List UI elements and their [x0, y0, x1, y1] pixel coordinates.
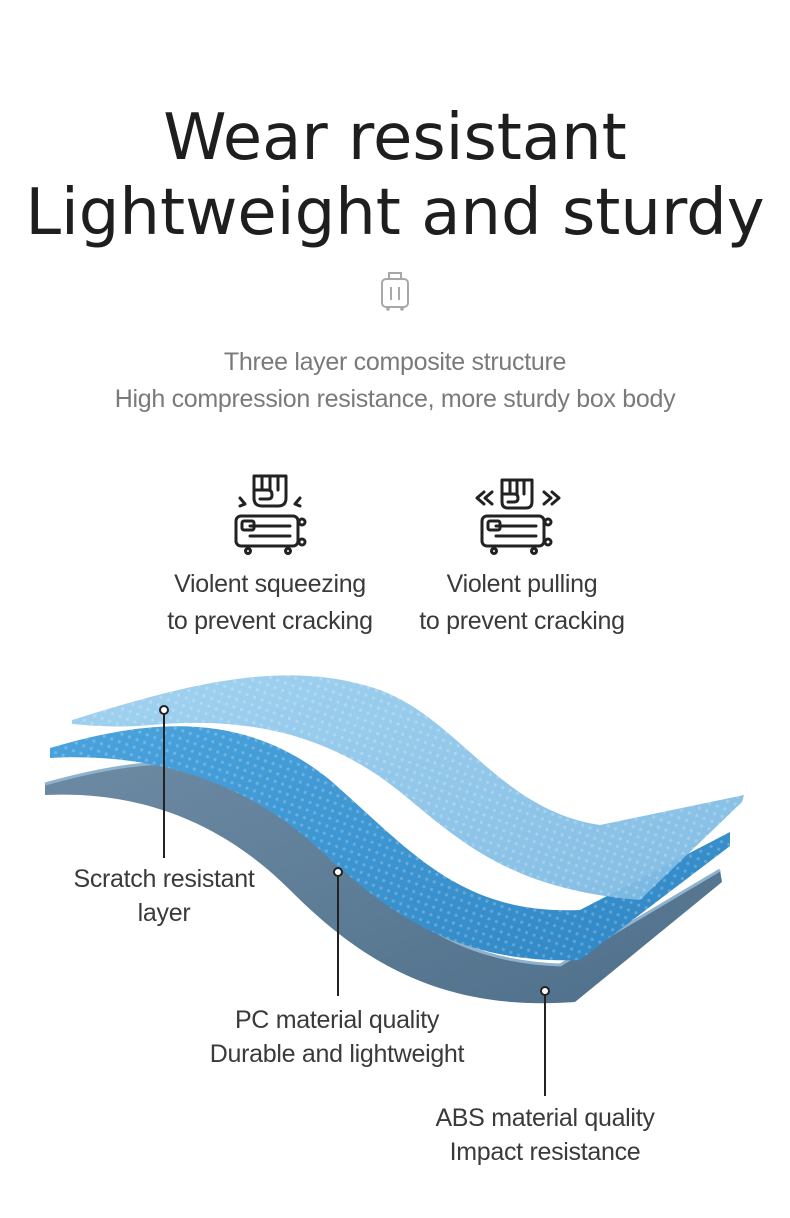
pc-layer — [50, 726, 730, 961]
scratch-label-line-2: layer — [137, 899, 191, 927]
suitcase-icon — [378, 270, 412, 312]
abs-label-line-1: ABS material quality — [435, 1104, 655, 1132]
feature-pull-line-2: to prevent cracking — [419, 607, 625, 635]
title-line-2: Lightweight and sturdy — [25, 176, 765, 250]
abs-callout-dot — [540, 986, 550, 996]
abs-label-line-2: Impact resistance — [449, 1138, 641, 1166]
squeeze-suitcase-icon — [228, 470, 312, 556]
feature-pull-line-1: Violent pulling — [446, 570, 598, 598]
abs-callout-line-ext — [543, 1036, 547, 1098]
pc-callout-dot — [333, 867, 343, 877]
intro-line-1: Three layer composite structure — [223, 348, 567, 376]
scratch-label-line-1: Scratch resistant — [73, 865, 255, 893]
pc-label-line-2: Durable and lightweight — [209, 1040, 465, 1068]
feature-squeeze-line-1: Violent squeezing — [174, 570, 366, 598]
layer-illustration — [0, 660, 790, 1040]
scratch-layer — [72, 675, 744, 900]
pull-suitcase-icon — [470, 470, 566, 556]
intro-line-2: High compression resistance, more sturdy… — [114, 385, 676, 413]
pc-label-line-1: PC material quality — [234, 1006, 440, 1034]
title-line-1: Wear resistant — [163, 101, 627, 175]
scratch-callout-dot — [159, 705, 169, 715]
feature-squeeze-line-2: to prevent cracking — [167, 607, 373, 635]
